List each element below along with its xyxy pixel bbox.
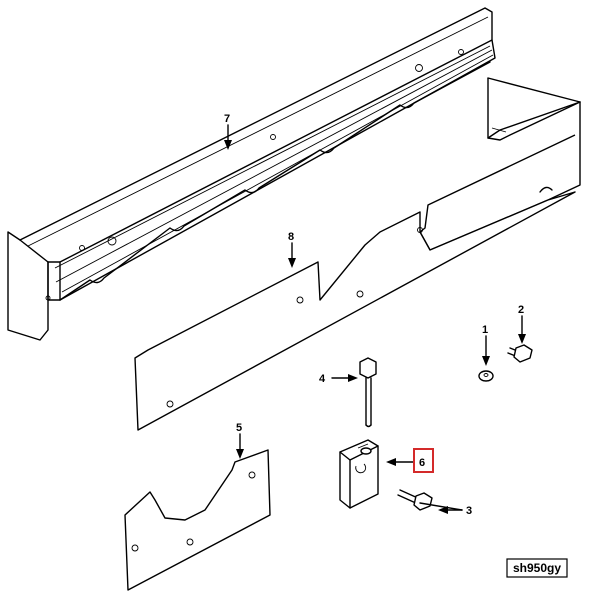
drawing-code-badge: sh950gy <box>506 558 568 578</box>
part-4-long-bolt <box>359 357 377 428</box>
callout-7[interactable]: 7 <box>224 113 230 125</box>
leader-lines <box>224 124 526 514</box>
callout-3[interactable]: 3 <box>466 505 472 517</box>
drawing-code-text: sh950gy <box>513 561 561 575</box>
callout-1[interactable]: 1 <box>482 324 488 336</box>
callout-8[interactable]: 8 <box>288 231 294 243</box>
callout-2[interactable]: 2 <box>518 304 524 316</box>
part-8-notched-plate <box>134 191 576 431</box>
callout-4[interactable]: 4 <box>319 373 326 385</box>
callout-6[interactable]: 6 <box>419 457 425 469</box>
callout-6-highlight-box <box>413 448 434 473</box>
part-5-bracket-plate <box>124 449 271 591</box>
part-1-washer <box>478 370 494 382</box>
callout-5[interactable]: 5 <box>236 422 242 434</box>
part-3-short-bolt <box>397 489 463 511</box>
part-cover-plate <box>409 77 581 251</box>
part-2-flange-bolt <box>507 344 533 363</box>
part-6-spacer-block <box>339 439 379 509</box>
part-7-channel-rail <box>7 7 496 341</box>
